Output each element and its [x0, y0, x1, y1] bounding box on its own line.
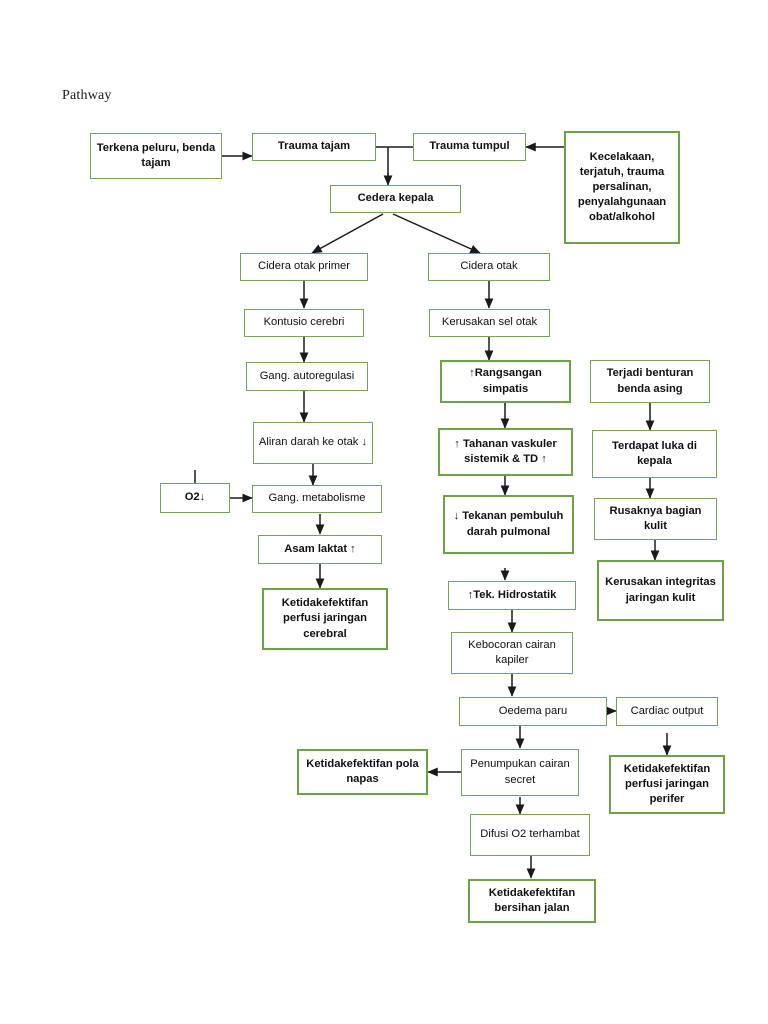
node-asam-laktat[interactable]: Asam laktat ↑ [258, 535, 382, 564]
node-cedera-kepala[interactable]: Cedera kepala [330, 185, 461, 213]
node-o2[interactable]: O2↓ [160, 483, 230, 513]
node-perfusi-cerebral[interactable]: Ketidakefektifan perfusi jaringan cerebr… [262, 588, 388, 650]
node-terdapat-luka[interactable]: Terdapat luka di kepala [592, 430, 717, 478]
node-kerusakan-sel-otak[interactable]: Kerusakan sel otak [429, 309, 550, 337]
node-gang-autoregulasi[interactable]: Gang. autoregulasi [246, 362, 368, 391]
node-oedema-paru[interactable]: Oedema paru [459, 697, 607, 726]
node-tahanan-vaskuler[interactable]: ↑ Tahanan vaskuler sistemik & TD ↑ [438, 428, 573, 476]
node-difusi-o2[interactable]: Difusi O2 terhambat [470, 814, 590, 856]
node-tek-hidrostatik[interactable]: ↑Tek. Hidrostatik [448, 581, 576, 610]
node-penumpukan-secret[interactable]: Penumpukan cairan secret [461, 749, 579, 796]
node-tekanan-pembuluh[interactable]: ↓ Tekanan pembuluh darah pulmonal [443, 495, 574, 554]
node-perfusi-perifer[interactable]: Ketidakefektifan perfusi jaringan perife… [609, 755, 725, 814]
node-kecelakaan[interactable]: Kecelakaan, terjatuh, trauma persalinan,… [564, 131, 680, 244]
page-title: Pathway [62, 88, 112, 103]
node-cidera-otak-primer[interactable]: Cidera otak primer [240, 253, 368, 281]
node-trauma-tumpul[interactable]: Trauma tumpul [413, 133, 526, 161]
node-terkena-peluru[interactable]: Terkena peluru, benda tajam [90, 133, 222, 179]
node-terjadi-benturan[interactable]: Terjadi benturan benda asing [590, 360, 710, 403]
node-gang-metabolisme[interactable]: Gang. metabolisme [252, 485, 382, 513]
node-aliran-darah[interactable]: Aliran darah ke otak ↓ [253, 422, 373, 464]
node-kontusio-cerebri[interactable]: Kontusio cerebri [244, 309, 364, 337]
node-trauma-tajam[interactable]: Trauma tajam [252, 133, 376, 161]
node-pola-napas[interactable]: Ketidakefektifan pola napas [297, 749, 428, 795]
node-rangsangan-simpatis[interactable]: ↑Rangsangan simpatis [440, 360, 571, 403]
node-cardiac-output[interactable]: Cardiac output [616, 697, 718, 726]
node-rusaknya-kulit[interactable]: Rusaknya bagian kulit [594, 498, 717, 540]
node-kerusakan-integritas[interactable]: Kerusakan integritas jaringan kulit [597, 560, 724, 621]
node-bersihan-jalan[interactable]: Ketidakefektifan bersihan jalan [468, 879, 596, 923]
node-cidera-otak[interactable]: Cidera otak [428, 253, 550, 281]
node-kebocoran-kapiler[interactable]: Kebocoran cairan kapiler [451, 632, 573, 674]
